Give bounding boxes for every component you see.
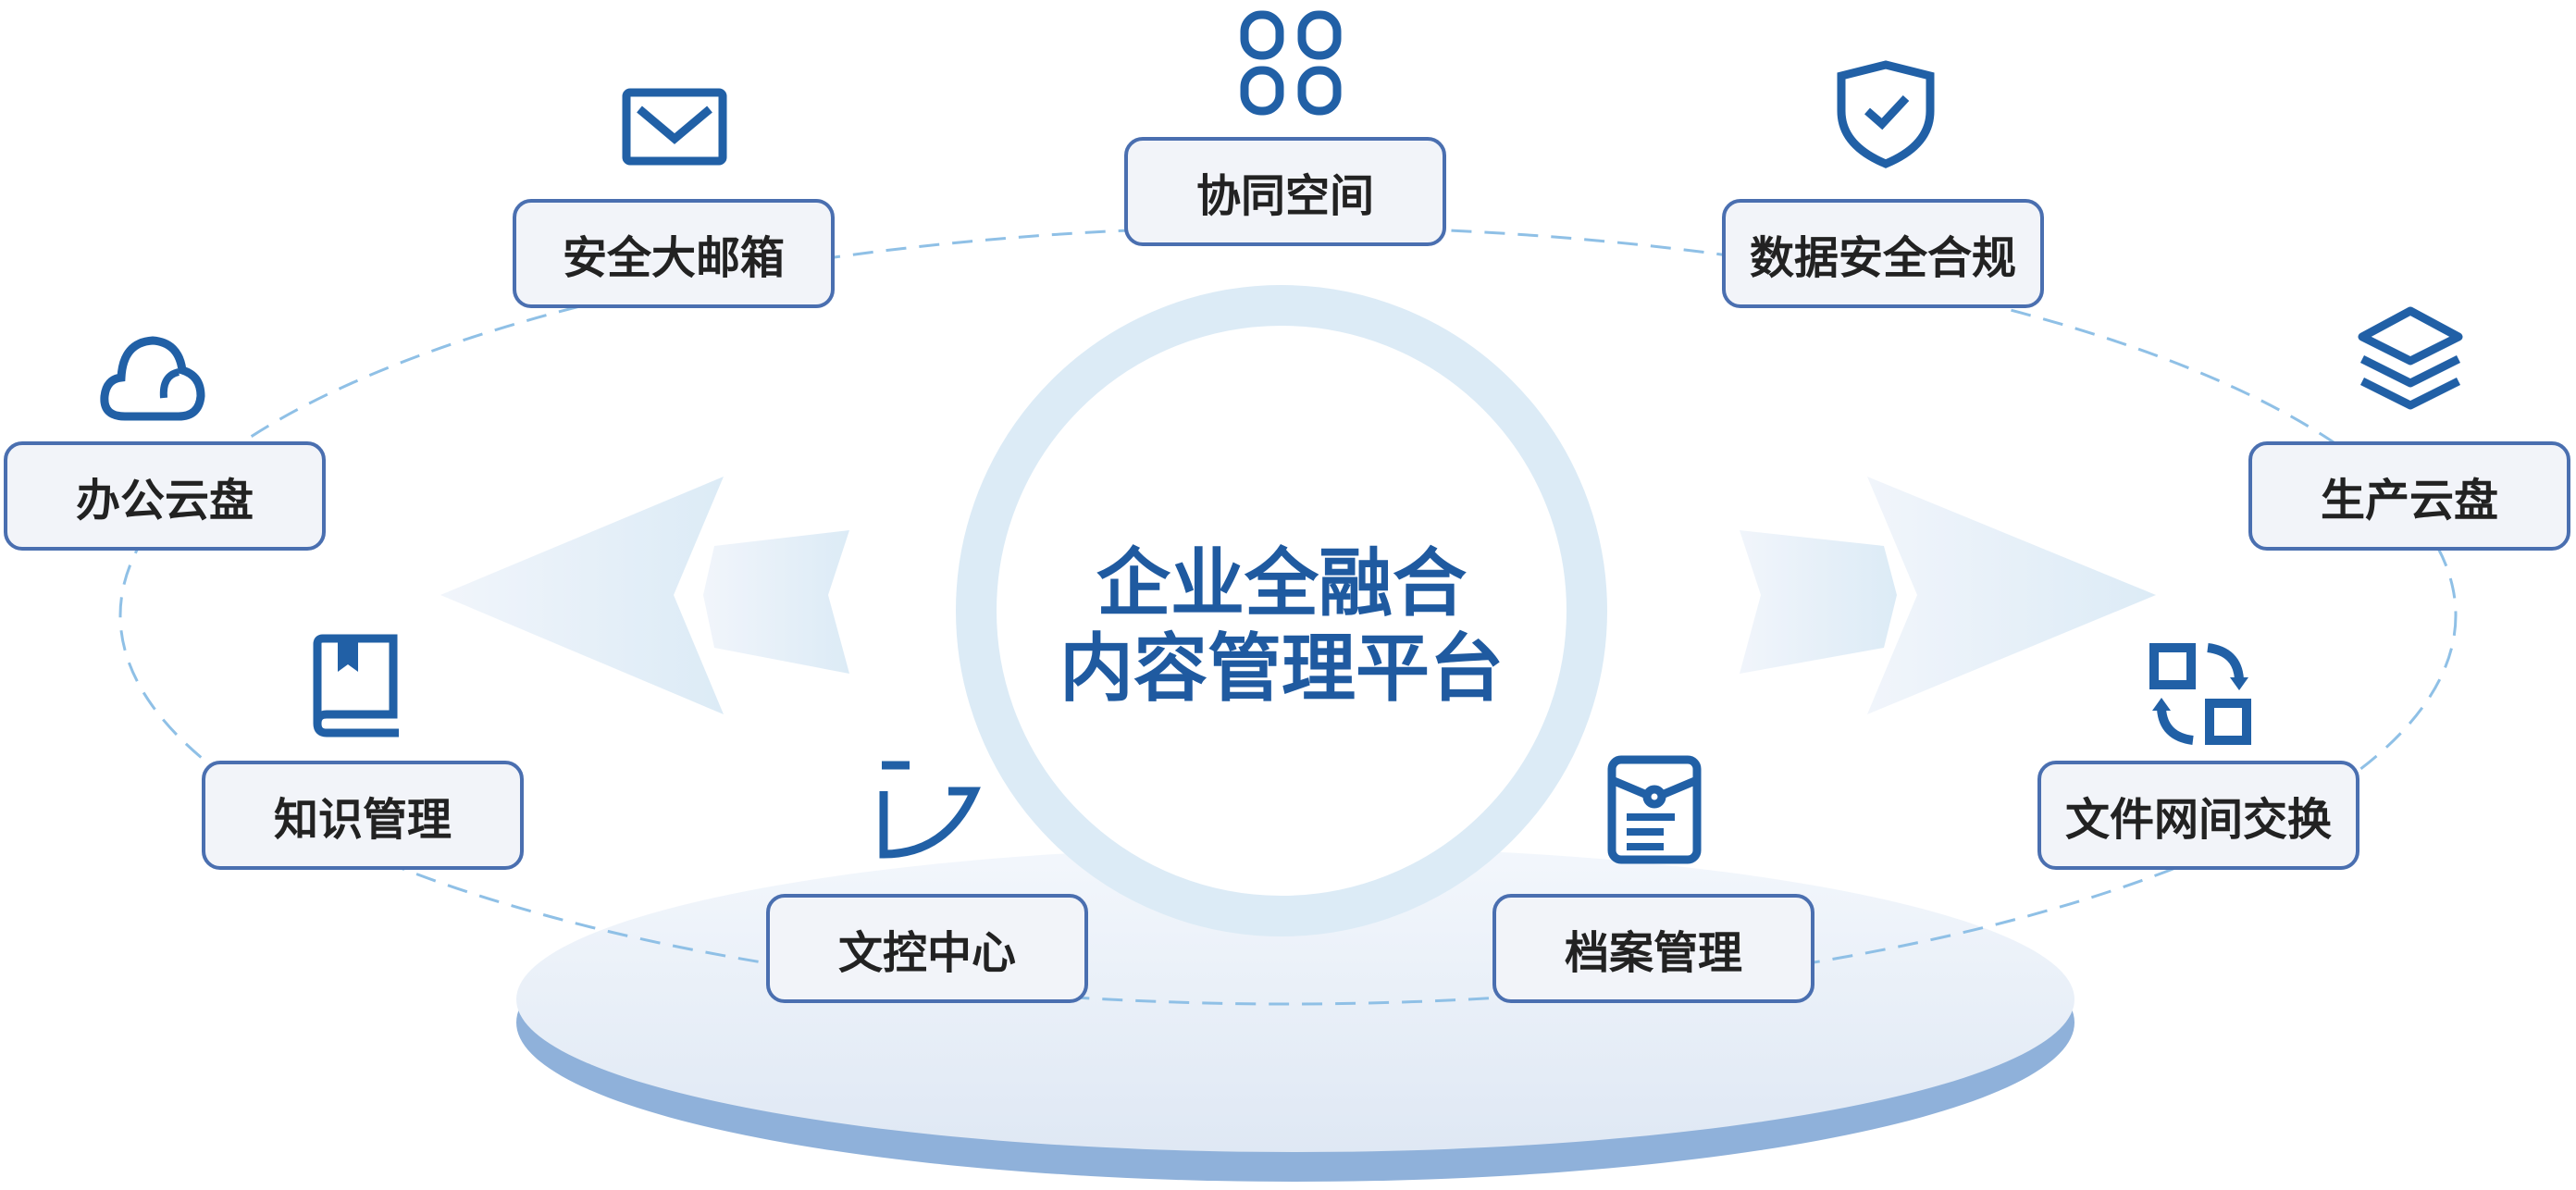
archive-icon [1607,755,1702,864]
module-data-compliance[interactable]: 数据安全合规 [1722,199,2044,308]
module-file-exchange[interactable]: 文件网间交换 [2037,761,2359,870]
module-label: 知识管理 [273,794,452,846]
module-label: 数据安全合规 [1749,232,2016,284]
module-label: 办公云盘 [75,475,254,527]
module-doc-control[interactable]: 文控中心 [766,894,1088,1003]
module-production-cloud[interactable]: 生产云盘 [2248,441,2570,551]
left-arrows [440,477,849,714]
module-knowledge[interactable]: 知识管理 [202,761,524,870]
module-label: 文控中心 [837,927,1016,979]
center-title: 企业全融合 内容管理平台 [1004,541,1559,712]
right-arrows [1740,477,2156,714]
module-secure-mailbox[interactable]: 安全大邮箱 [513,199,835,308]
module-label: 协同空间 [1195,170,1374,222]
apps-grid-icon [1240,10,1342,116]
document-control-icon [879,761,981,859]
mail-icon [622,88,727,166]
exchange-icon [2149,643,2251,745]
module-label: 档案管理 [1564,927,1742,979]
shield-check-icon [1837,60,1935,168]
module-archive[interactable]: 档案管理 [1492,894,1814,1003]
center-title-line2: 内容管理平台 [1059,626,1504,712]
module-label: 安全大邮箱 [562,232,785,284]
module-office-cloud[interactable]: 办公云盘 [4,441,326,551]
module-collab-space[interactable]: 协同空间 [1124,137,1446,246]
center-ring [956,285,1607,936]
module-label: 生产云盘 [2320,475,2498,527]
layers-icon [2358,306,2463,410]
book-icon [313,634,399,738]
cloud-icon [100,336,205,421]
center-title-line1: 企业全融合 [1096,540,1467,626]
module-label: 文件网间交换 [2064,794,2332,846]
